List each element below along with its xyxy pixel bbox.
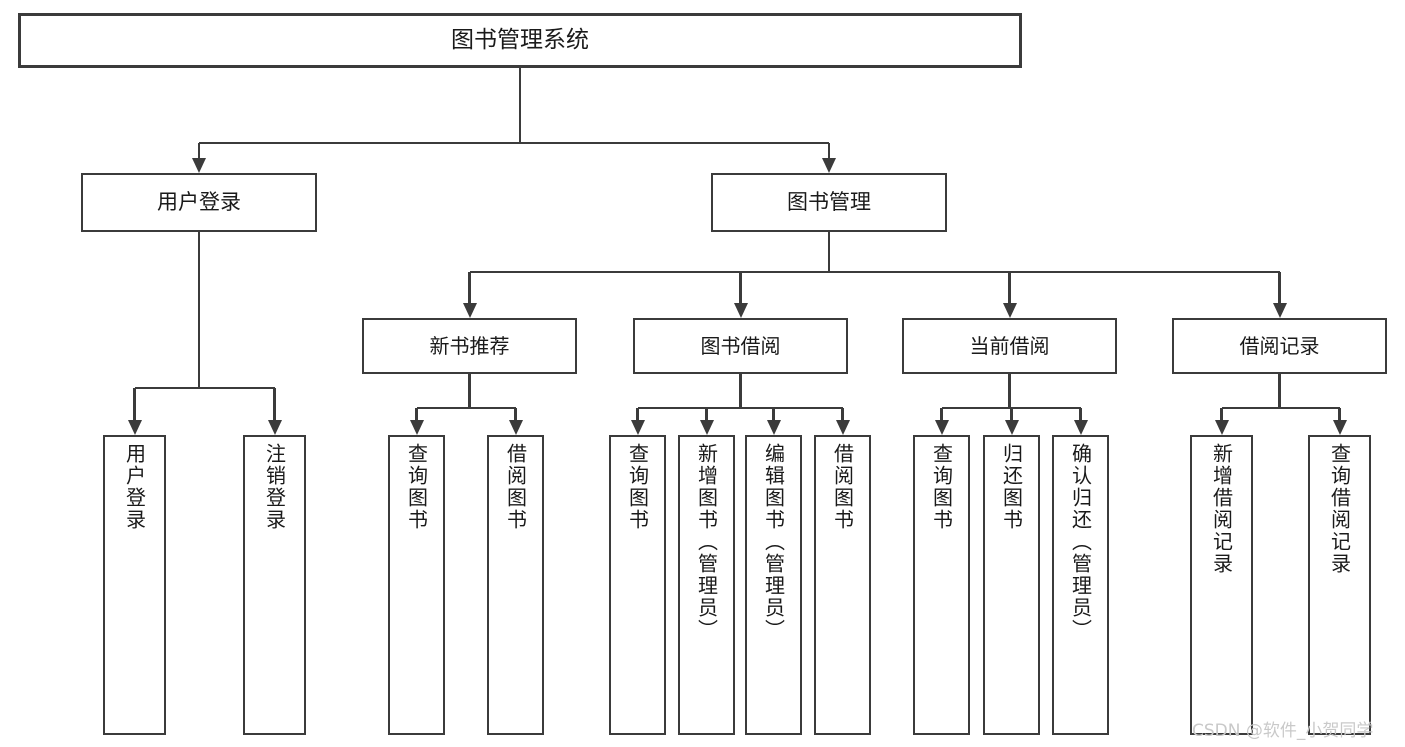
leaf-node-box[interactable]: 归还图书 (983, 435, 1040, 735)
level3-node-label: 当前借阅 (969, 333, 1050, 358)
root-node-box[interactable]: 图书管理系统 (18, 13, 1022, 68)
arrow-head-icon (1002, 303, 1017, 318)
arrow-head-icon (462, 303, 477, 318)
leaf-node-box[interactable]: 查询图书 (913, 435, 970, 735)
leaf-node-box[interactable]: 新增图书（管理员） (678, 435, 735, 735)
connector-drop (772, 408, 775, 421)
leaf-node-label: 新增图书（管理员） (694, 443, 719, 641)
arrow-head-icon (835, 420, 850, 435)
leaf-node-label: 注销登录 (262, 443, 287, 531)
level3-node-label: 借阅记录 (1239, 333, 1320, 358)
arrow-head-icon (822, 158, 836, 173)
arrow-head-icon (766, 420, 781, 435)
connector-drop (415, 408, 418, 421)
leaf-node-box[interactable]: 借阅图书 (487, 435, 544, 735)
connector-drop (841, 408, 844, 421)
level2-node-label: 图书管理 (787, 189, 871, 214)
connector-bus (637, 406, 843, 410)
level3-node-box[interactable]: 当前借阅 (902, 318, 1117, 374)
connector-drop (1079, 408, 1082, 421)
arrow-head-icon (1073, 420, 1088, 435)
root-node-label: 图书管理系统 (451, 27, 589, 54)
connector-drop (705, 408, 708, 421)
connector-drop (940, 408, 943, 421)
arrow-head-icon (630, 420, 645, 435)
connector-bus (199, 141, 829, 145)
leaf-node-label: 用户登录 (122, 443, 147, 531)
leaf-node-label: 借阅图书 (503, 443, 528, 531)
leaf-node-box[interactable]: 查询图书 (388, 435, 445, 735)
connector-drop (1338, 408, 1341, 421)
connector-drop (468, 272, 471, 304)
connector-stem (197, 232, 201, 388)
connector-drop (197, 143, 201, 159)
arrow-head-icon (508, 420, 523, 435)
connector-stem (518, 68, 522, 143)
arrow-head-icon (934, 420, 949, 435)
connector-drop (514, 408, 517, 421)
arrow-head-icon (1214, 420, 1229, 435)
connector-bus (416, 406, 516, 410)
connector-drop (1008, 272, 1011, 304)
arrow-head-icon (267, 420, 282, 435)
connector-stem (827, 232, 831, 272)
leaf-node-label: 查询图书 (625, 443, 650, 531)
connector-stem (1008, 374, 1011, 408)
leaf-node-box[interactable]: 注销登录 (243, 435, 306, 735)
connector-bus (1221, 406, 1340, 410)
leaf-node-label: 查询图书 (929, 443, 954, 531)
leaf-node-box[interactable]: 用户登录 (103, 435, 166, 735)
connector-stem (468, 374, 471, 408)
arrow-head-icon (127, 420, 142, 435)
leaf-node-label: 归还图书 (999, 443, 1024, 531)
arrow-head-icon (1004, 420, 1019, 435)
level3-node-box[interactable]: 新书推荐 (362, 318, 577, 374)
leaf-node-label: 新增借阅记录 (1209, 443, 1234, 575)
connector-drop (827, 143, 831, 159)
connector-stem (1278, 374, 1281, 408)
connector-drop (1010, 408, 1013, 421)
arrow-head-icon (1272, 303, 1287, 318)
level2-node-box[interactable]: 图书管理 (711, 173, 947, 232)
level3-node-box[interactable]: 借阅记录 (1172, 318, 1387, 374)
connector-bus (134, 386, 275, 390)
leaf-node-label: 借阅图书 (830, 443, 855, 531)
connector-drop (133, 388, 136, 421)
arrow-head-icon (699, 420, 714, 435)
connector-drop (1220, 408, 1223, 421)
level3-node-label: 新书推荐 (429, 333, 510, 358)
leaf-node-box[interactable]: 确认归还（管理员） (1052, 435, 1109, 735)
level2-node-box[interactable]: 用户登录 (81, 173, 317, 232)
leaf-node-label: 编辑图书（管理员） (761, 443, 786, 641)
connector-stem (739, 374, 742, 408)
leaf-node-label: 查询图书 (404, 443, 429, 531)
connector-drop (636, 408, 639, 421)
leaf-node-box[interactable]: 查询借阅记录 (1308, 435, 1371, 735)
leaf-node-box[interactable]: 借阅图书 (814, 435, 871, 735)
level3-node-box[interactable]: 图书借阅 (633, 318, 848, 374)
leaf-node-label: 查询借阅记录 (1327, 443, 1352, 575)
leaf-node-box[interactable]: 新增借阅记录 (1190, 435, 1253, 735)
connector-drop (273, 388, 276, 421)
level2-node-label: 用户登录 (157, 189, 241, 214)
connector-bus (469, 270, 1280, 274)
arrow-head-icon (192, 158, 206, 173)
connector-drop (1278, 272, 1281, 304)
leaf-node-box[interactable]: 查询图书 (609, 435, 666, 735)
arrow-head-icon (1332, 420, 1347, 435)
leaf-node-label: 确认归还（管理员） (1068, 443, 1093, 641)
arrow-head-icon (733, 303, 748, 318)
level3-node-label: 图书借阅 (700, 333, 781, 358)
connector-drop (739, 272, 742, 304)
arrow-head-icon (409, 420, 424, 435)
leaf-node-box[interactable]: 编辑图书（管理员） (745, 435, 802, 735)
